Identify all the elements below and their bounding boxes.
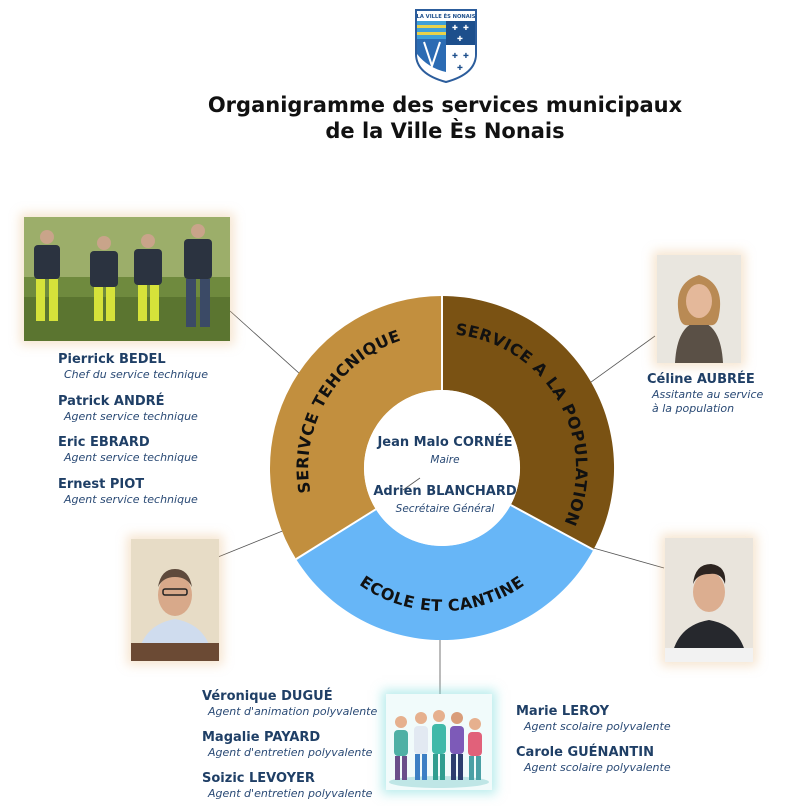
staff-role: Agent service technique bbox=[64, 409, 198, 423]
secretary-role: Secrétaire Général bbox=[396, 503, 495, 515]
town-logo: LA VILLE ÈS NONAIS ✚✚ ✚ ✚✚ ✚ bbox=[414, 8, 478, 84]
technique-team-photo bbox=[24, 217, 230, 341]
technique-lead-photo bbox=[131, 539, 219, 661]
staff-role: Agent d'entretien polyvalente bbox=[208, 746, 373, 759]
staff-role: Agent service technique bbox=[64, 451, 198, 464]
secretary-name: Adrien BLANCHARD bbox=[373, 484, 516, 499]
staff-role: Agent d'entretien polyvalente bbox=[208, 787, 373, 800]
staff-name: Soizic LEVOYER bbox=[202, 771, 315, 786]
staff-role: Agent d'animation polyvalente bbox=[208, 705, 378, 718]
connector-technique-lead bbox=[217, 529, 286, 558]
population-photo bbox=[657, 255, 741, 363]
title-line-2: de la Ville Ès Nonais bbox=[325, 119, 565, 143]
segment-ecole bbox=[296, 505, 594, 641]
staff-role: Agent scolaire polyvalente bbox=[524, 720, 671, 733]
population-person-name: Céline AUBRÉE bbox=[647, 372, 755, 387]
staff-name: Pierrick BEDEL bbox=[58, 352, 166, 367]
secretary-photo bbox=[665, 538, 753, 662]
mayor-role: Maire bbox=[430, 454, 459, 466]
staff-role: Agent scolaire polyvalente bbox=[524, 761, 671, 774]
center-circle bbox=[364, 390, 520, 546]
population-person-role-1: Assitante au service bbox=[652, 388, 764, 401]
logo-text: LA VILLE ÈS NONAIS bbox=[417, 12, 476, 20]
staff-role: Chef du service technique bbox=[64, 368, 208, 381]
svg-text:✚: ✚ bbox=[457, 35, 463, 43]
svg-text:✚: ✚ bbox=[452, 24, 458, 32]
svg-text:✚: ✚ bbox=[463, 52, 469, 60]
staff-name: Carole GUÉNANTIN bbox=[516, 745, 654, 760]
mayor-name: Jean Malo CORNÉE bbox=[376, 434, 512, 450]
staff-name: Patrick ANDRÉ bbox=[58, 393, 165, 409]
connector-population bbox=[579, 335, 656, 391]
staff-name: Ernest PIOT bbox=[58, 476, 145, 492]
page-title: Organigramme des services municipaux de … bbox=[0, 92, 796, 144]
population-person-role-2: à la population bbox=[652, 402, 735, 415]
svg-text:✚: ✚ bbox=[457, 64, 463, 72]
ecole-team-illustration bbox=[386, 694, 492, 790]
svg-text:✚: ✚ bbox=[463, 24, 469, 32]
staff-role: Agent service technique bbox=[64, 492, 198, 506]
staff-name: Marie LEROY bbox=[516, 704, 610, 719]
staff-name: Eric EBRARD bbox=[58, 435, 150, 450]
segment-population bbox=[442, 296, 615, 550]
staff-name: Magalie PAYARD bbox=[202, 730, 321, 745]
title-line-1: Organigramme des services municipaux bbox=[207, 93, 683, 117]
svg-text:✚: ✚ bbox=[452, 52, 458, 60]
staff-name: Véronique DUGUÉ bbox=[202, 689, 333, 704]
segment-technique bbox=[269, 296, 442, 560]
